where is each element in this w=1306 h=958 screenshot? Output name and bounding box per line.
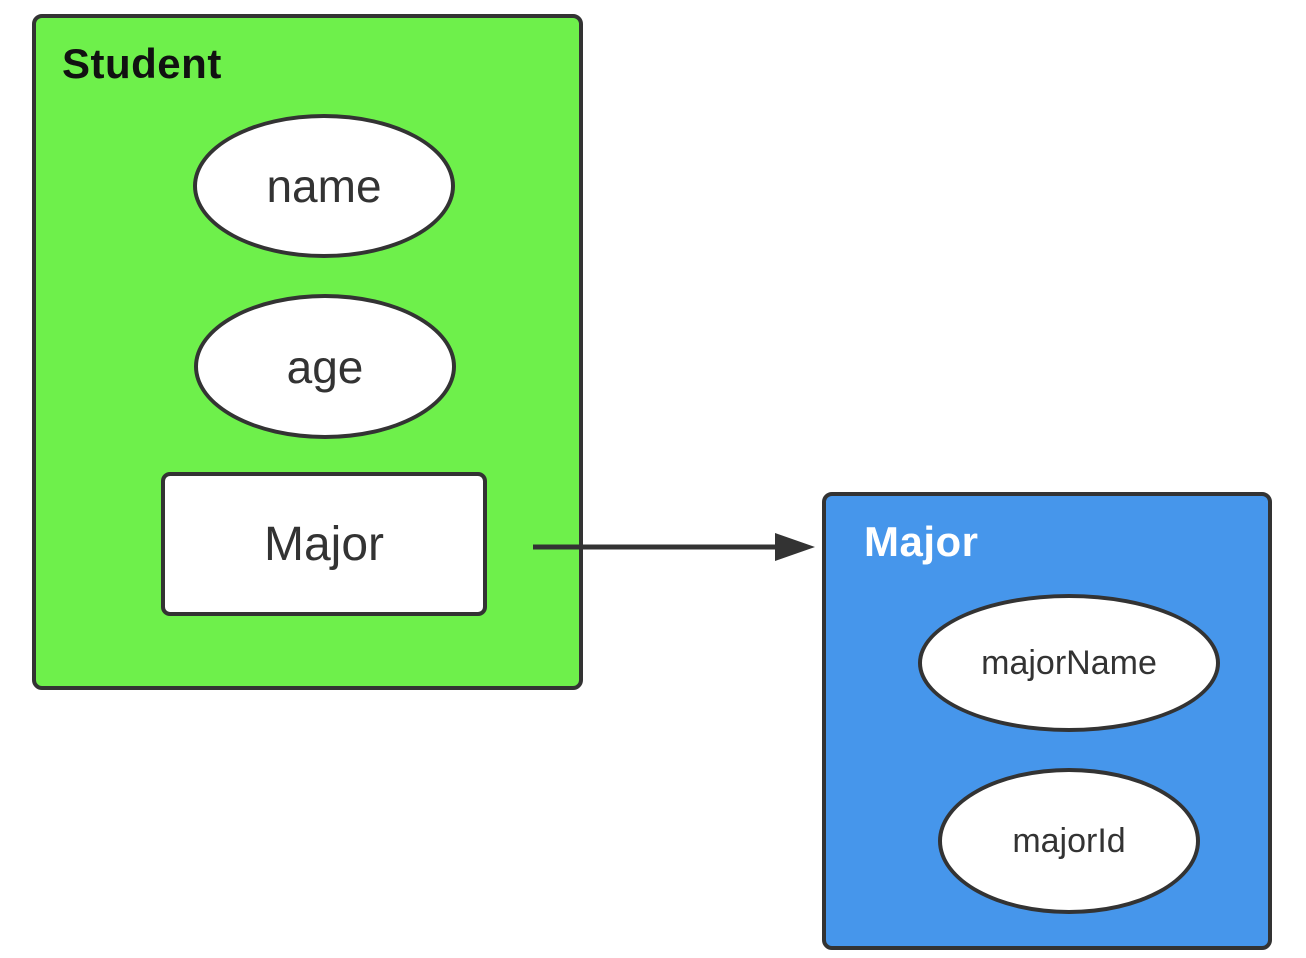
major-attribute-majorname-ellipse: majorName: [918, 594, 1220, 732]
arrow-head-icon: [775, 533, 815, 561]
student-entity-title: Student: [62, 40, 222, 87]
major-attribute-majorid-ellipse: majorId: [938, 768, 1200, 914]
student-attribute-age-label: age: [286, 340, 364, 393]
student-major-reference-label: Major: [263, 517, 385, 571]
student-attribute-name-label: name: [266, 160, 382, 212]
student-entity-box: Student name age Major: [32, 14, 583, 690]
student-major-reference-rect: Major: [161, 472, 487, 616]
student-attribute-age-ellipse: age: [194, 294, 456, 439]
student-to-major-arrow: [533, 533, 815, 561]
major-entity-title: Major: [864, 518, 979, 565]
major-attribute-majorname-label: majorName: [981, 643, 1157, 682]
major-attribute-majorid-label: majorId: [1012, 821, 1126, 860]
student-attribute-name-ellipse: name: [193, 114, 455, 258]
major-entity-box: Major majorName majorId: [822, 492, 1272, 950]
